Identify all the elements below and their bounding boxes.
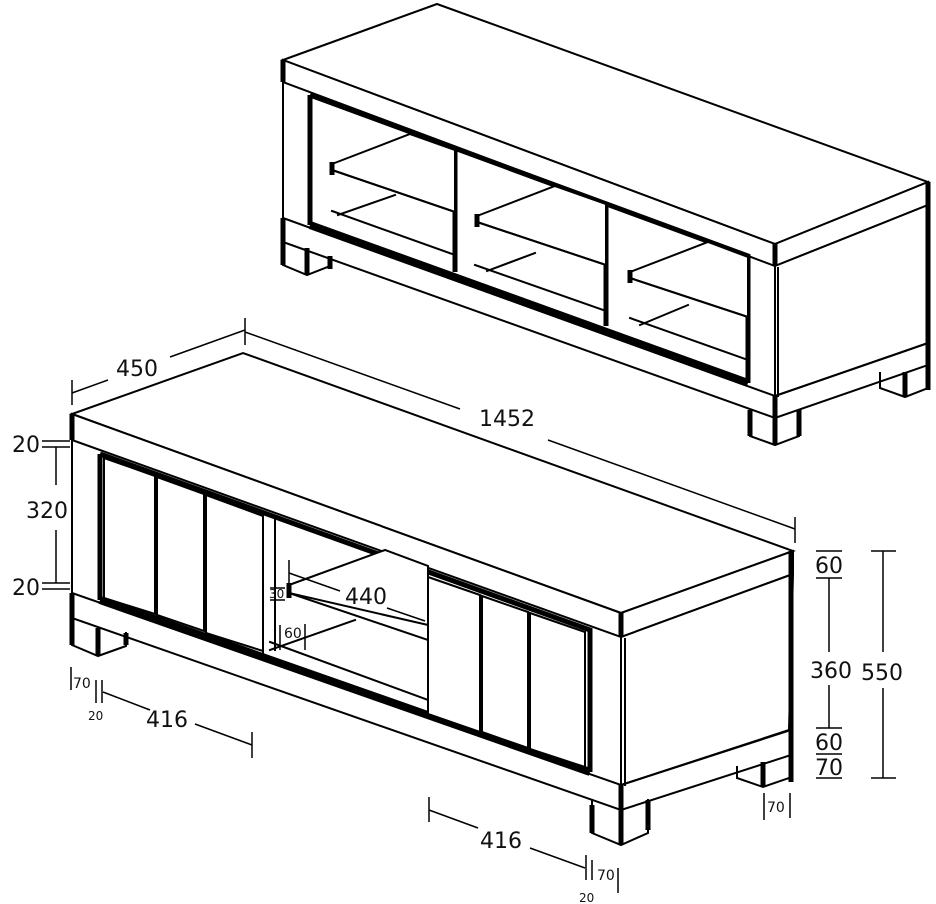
dim-shelf-width: 440 [345, 585, 387, 610]
dim-door-span-right: 416 [480, 829, 522, 854]
dim-shelf-thickness: 30 [269, 587, 284, 601]
sliding-door-cabinet [69, 351, 796, 847]
dim-side-panel-height: 360 [810, 659, 852, 684]
dim-overall-height: 550 [861, 661, 903, 686]
dim-leg-width-front: 70 [597, 868, 615, 884]
dim-opening-height: 320 [26, 499, 68, 524]
dim-shelf-inset: 60 [284, 626, 302, 642]
dim-bottom-thickness: 20 [12, 576, 40, 601]
dim-door-span-left: 416 [146, 708, 188, 733]
dim-leg-gap-left: 20 [88, 709, 103, 723]
dim-leg-width-left: 70 [73, 676, 91, 692]
open-shelf-cabinet [280, 2, 931, 447]
dimension-labels: 450 1452 20 320 20 30 440 60 70 20 416 4… [12, 357, 903, 904]
dimension-lines [42, 318, 896, 893]
dim-side-bottom-rail: 60 [815, 731, 843, 756]
dim-depth: 450 [116, 357, 158, 382]
dim-length: 1452 [479, 407, 535, 432]
dim-top-thickness: 20 [12, 433, 40, 458]
dim-leg-gap-front: 20 [579, 891, 594, 904]
dim-side-top-rail: 60 [815, 554, 843, 579]
dim-side-leg-height: 70 [815, 756, 843, 781]
dim-leg-width-side: 70 [767, 800, 785, 816]
